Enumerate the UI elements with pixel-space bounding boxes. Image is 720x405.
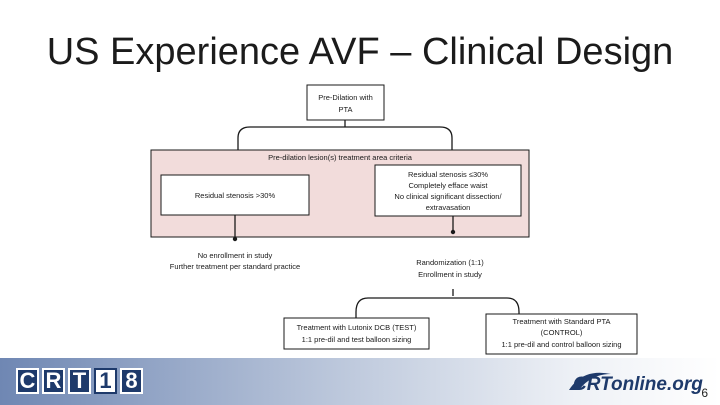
top-connector — [237, 120, 453, 150]
crtonline-swoosh-icon — [569, 372, 611, 390]
crt-logo-char: R — [42, 368, 65, 394]
test-box-line-1: Treatment with Lutonix DCB (TEST) — [297, 323, 417, 332]
right-criteria-line-1: Residual stenosis ≤30% — [408, 170, 488, 179]
top-box — [306, 84, 385, 121]
randomization-line-2: Enrollment in study — [418, 270, 482, 279]
control-box-line-1: Treatment with Standard PTA — [513, 317, 611, 326]
crtonline-logo-text: CRTonline.org — [573, 374, 703, 395]
crt-logo-char: 1 — [94, 368, 117, 394]
left-outcome-line-2: Further treatment per standard practice — [170, 262, 300, 271]
top-box-line-1: Pre-Dilation with — [318, 93, 373, 102]
crtonline-logo: CRTonline.org — [569, 372, 703, 395]
crt-logo-char: 8 — [120, 368, 143, 394]
randomization-line-1: Randomization (1:1) — [416, 258, 484, 267]
test-box-line-2: 1:1 pre-dil and test balloon sizing — [302, 335, 412, 344]
crt-logo-char: C — [16, 368, 39, 394]
crt-logo-char: T — [68, 368, 91, 394]
left-down-dot — [232, 236, 238, 242]
right-criteria-line-2: Completely efface waist — [408, 181, 488, 190]
page-number: 6 — [701, 386, 708, 400]
slide-title: US Experience AVF – Clinical Design — [46, 31, 674, 73]
left-outcome-line-1: No enrollment in study — [198, 251, 273, 260]
crt18-logo: C R T 1 8 — [16, 368, 143, 394]
test-box — [283, 317, 430, 350]
control-box-line-2: (CONTROL) — [541, 328, 583, 337]
criteria-header: Pre-dilation lesion(s) treatment area cr… — [268, 153, 413, 162]
right-down-dot — [450, 229, 456, 235]
control-box — [485, 313, 638, 355]
right-criteria-box — [374, 164, 522, 217]
top-box-line-2: PTA — [338, 105, 352, 114]
control-box-line-3: 1:1 pre-dil and control balloon sizing — [501, 340, 621, 349]
right-criteria-line-4: extravasation — [426, 203, 471, 212]
right-criteria-line-3: No clinical significant dissection/ — [394, 192, 502, 201]
bottom-connector — [355, 289, 520, 318]
footer-bar: C R T 1 8 CRTonline.org 6 — [0, 358, 720, 405]
left-criteria-box — [160, 174, 310, 216]
left-criteria-text: Residual stenosis >30% — [195, 191, 276, 200]
